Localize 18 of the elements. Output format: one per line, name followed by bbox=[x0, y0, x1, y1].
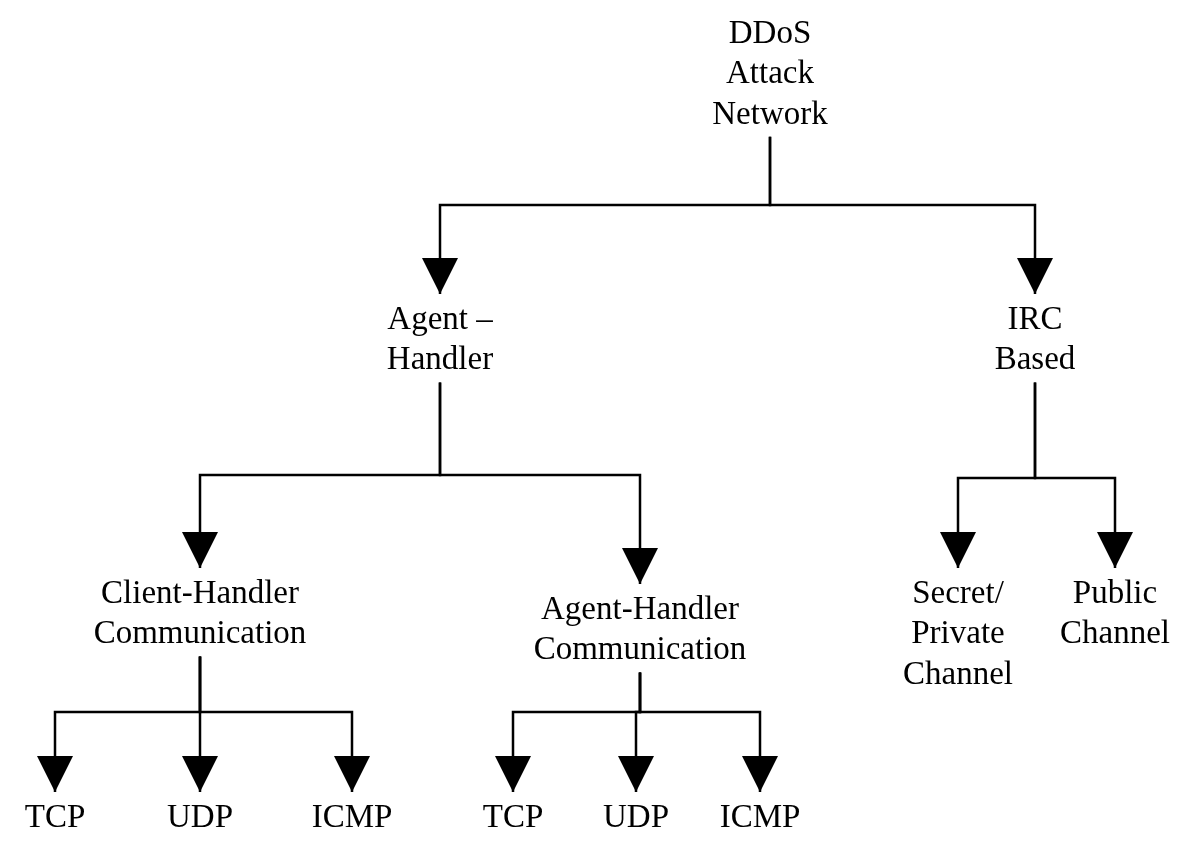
arrow bbox=[198, 656, 370, 792]
node-label: TCP bbox=[468, 796, 558, 837]
arrow bbox=[438, 382, 658, 584]
node-label: Agent – Handler bbox=[365, 298, 515, 379]
node-label: TCP bbox=[10, 796, 100, 837]
node-label: DDoS Attack Network bbox=[690, 12, 850, 133]
node-label: UDP bbox=[155, 796, 245, 837]
node-label: Secret/ Private Channel bbox=[895, 572, 1021, 693]
node-label: Client-Handler Communication bbox=[60, 572, 340, 653]
node-label: Agent-Handler Communication bbox=[505, 588, 775, 669]
arrow bbox=[638, 672, 778, 792]
arrow bbox=[1033, 382, 1133, 568]
arrow bbox=[768, 136, 1053, 294]
node-label: IRC Based bbox=[980, 298, 1090, 379]
node-label: UDP bbox=[591, 796, 681, 837]
node-label: ICMP bbox=[302, 796, 402, 837]
node-label: ICMP bbox=[710, 796, 810, 837]
node-label: Public Channel bbox=[1052, 572, 1178, 653]
